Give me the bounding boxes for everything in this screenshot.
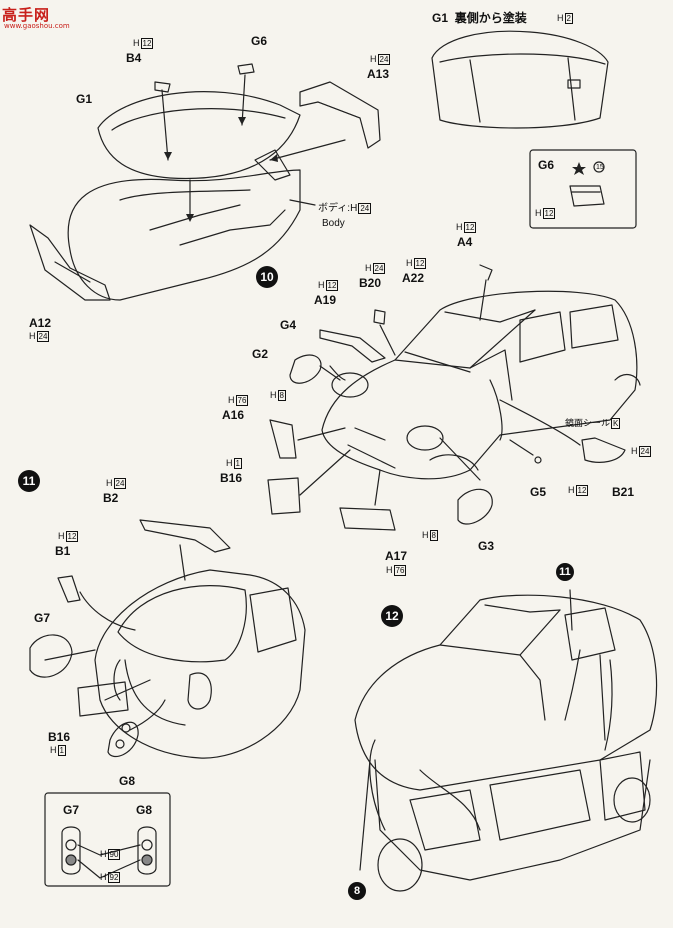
a13-label: A13 xyxy=(367,67,390,81)
b2-label: B2 xyxy=(103,491,119,505)
step10-front-car xyxy=(267,264,641,531)
g6-box-star-code: 15 xyxy=(596,164,604,171)
g5-label: G5 xyxy=(530,485,547,499)
lamp-box-g8: G8 xyxy=(136,803,153,817)
step-11-badge: 11 xyxy=(18,470,40,492)
a19-label: A19 xyxy=(314,293,337,307)
g1-glass-view xyxy=(431,30,609,129)
step-11-ref-badge: 11 xyxy=(556,563,574,581)
b20-label: B20 xyxy=(359,276,382,290)
a12-label: A12 xyxy=(29,316,52,330)
b16a-label: B16 xyxy=(220,471,243,485)
body-shell-exploded xyxy=(29,63,381,301)
b16b-label: B16 xyxy=(48,730,71,744)
step-10-badge: 10 xyxy=(256,266,278,288)
g7-label: G7 xyxy=(34,611,51,625)
g4-label: G4 xyxy=(280,318,297,332)
step-12-badge: 12 xyxy=(381,605,403,627)
b4-label: B4 xyxy=(126,51,142,65)
g8-label: G8 xyxy=(119,774,136,788)
g3-label: G3 xyxy=(478,539,495,553)
step-8-ref-badge: 8 xyxy=(348,882,366,900)
g1-label: G1 xyxy=(76,92,93,106)
body-label-en: Body xyxy=(322,218,345,229)
step11-rear-car xyxy=(29,519,306,759)
g1-paint-note: G1 裏側から塗装 xyxy=(432,11,527,25)
a22-label: A22 xyxy=(402,271,425,285)
g6-label: G6 xyxy=(251,34,268,48)
a16-label: A16 xyxy=(222,408,245,422)
lamp-box-g7: G7 xyxy=(63,803,80,817)
watermark-logo: 高手网 xyxy=(2,6,51,24)
a4-label: A4 xyxy=(457,235,473,249)
g6-box-part: G6 xyxy=(538,158,555,172)
b21-label: B21 xyxy=(612,485,635,499)
watermark-url: www.gaoshou.com xyxy=(4,22,70,30)
a17-label: A17 xyxy=(385,549,408,563)
b1-label: B1 xyxy=(55,544,71,558)
g2-label: G2 xyxy=(252,347,269,361)
step12-chassis-assembly xyxy=(354,589,658,892)
